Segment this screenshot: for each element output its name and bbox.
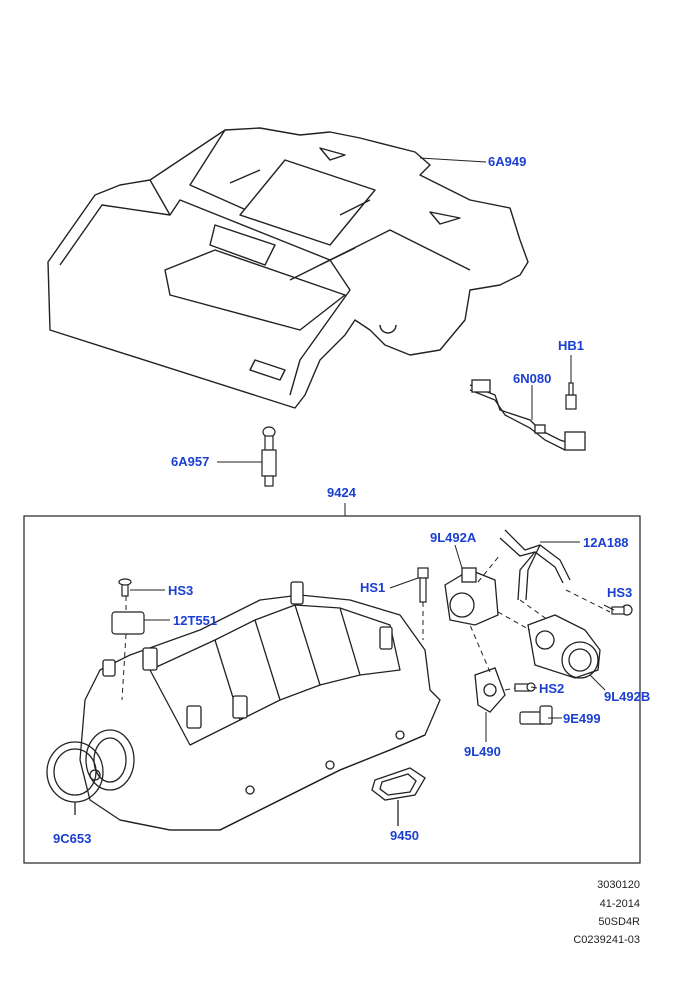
callout-9c653: 9C653 <box>53 831 92 846</box>
leader-lines <box>130 157 615 742</box>
callout-9450: 9450 <box>390 828 419 843</box>
sensor-12t551 <box>111 578 145 635</box>
callout-6n080: 6N080 <box>513 371 552 386</box>
callout-hb1: HB1 <box>558 338 585 353</box>
wiring-harness <box>469 379 586 451</box>
intake-manifold <box>79 581 441 831</box>
bolt-hs1 <box>417 567 429 603</box>
reference-line-3: 50SD4R <box>598 916 640 928</box>
callout-hs2: HS2 <box>539 681 565 696</box>
callout-hs1: HS1 <box>360 580 386 595</box>
solenoid-9l490 <box>474 667 506 713</box>
callout-9l492b: 9L492B <box>604 689 651 704</box>
callout-9e499: 9E499 <box>563 711 601 726</box>
mounting-stud <box>261 426 277 487</box>
assembly-box <box>23 503 641 864</box>
hose-12a188 <box>499 529 571 601</box>
gasket-9450 <box>371 767 426 826</box>
dashed-guides <box>121 554 611 701</box>
bolt-hb1 <box>565 382 577 410</box>
callout-6a957: 6A957 <box>171 454 210 469</box>
reference-line-1: 3030120 <box>597 879 640 891</box>
valve-9l492b <box>527 614 601 679</box>
callout-hs3-right: HS3 <box>607 585 633 600</box>
callout-hs3-left: HS3 <box>168 583 194 598</box>
callout-9l492a: 9L492A <box>430 530 477 545</box>
valve-9l492a <box>444 567 499 626</box>
callout-9l490: 9L490 <box>464 744 501 759</box>
bolt-hs3-right <box>611 604 633 616</box>
callout-12t551: 12T551 <box>173 613 218 628</box>
connector-9e499 <box>519 705 553 725</box>
reference-line-4: C0239241-03 <box>573 934 640 946</box>
callout-12a188: 12A188 <box>583 535 629 550</box>
engine-cover <box>47 127 529 409</box>
throttle-gasket <box>46 729 135 815</box>
callout-6a949: 6A949 <box>488 154 527 169</box>
reference-line-2: 41-2014 <box>599 898 640 910</box>
callout-9424: 9424 <box>327 485 356 500</box>
